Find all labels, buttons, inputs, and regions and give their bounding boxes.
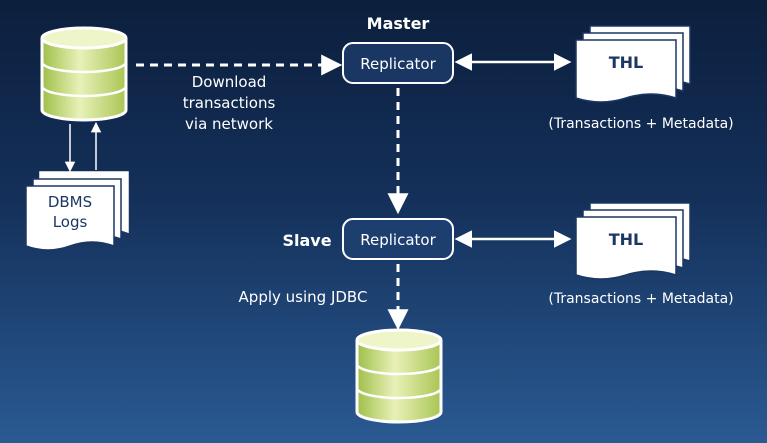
download-label-line3: via network <box>185 115 273 133</box>
dbms-logs-label-line2: Logs <box>53 213 88 231</box>
dbms-logs-icon <box>25 171 129 251</box>
slave-thl-icon <box>575 202 691 280</box>
slave-replicator-label: Replicator <box>360 231 436 249</box>
slave-replicator-box <box>342 218 454 260</box>
master-thl-icon <box>575 25 691 103</box>
slave-thl-caption: (Transactions + Metadata) <box>548 291 733 307</box>
master-thl-caption: (Transactions + Metadata) <box>548 116 733 132</box>
master-replicator-box <box>342 42 454 84</box>
master-thl-label: THL <box>609 53 644 72</box>
download-label-line1: Download <box>192 73 267 91</box>
slave-label: Slave <box>282 231 331 250</box>
download-label-line2: transactions <box>183 94 276 112</box>
target-database-icon <box>355 328 443 424</box>
source-database-icon <box>40 26 128 122</box>
dbms-logs-label-line1: DBMS <box>48 193 92 211</box>
slave-thl-label: THL <box>609 230 644 249</box>
apply-label: Apply using JDBC <box>239 288 368 306</box>
master-replicator-label: Replicator <box>360 55 436 73</box>
master-label: Master <box>367 14 430 33</box>
